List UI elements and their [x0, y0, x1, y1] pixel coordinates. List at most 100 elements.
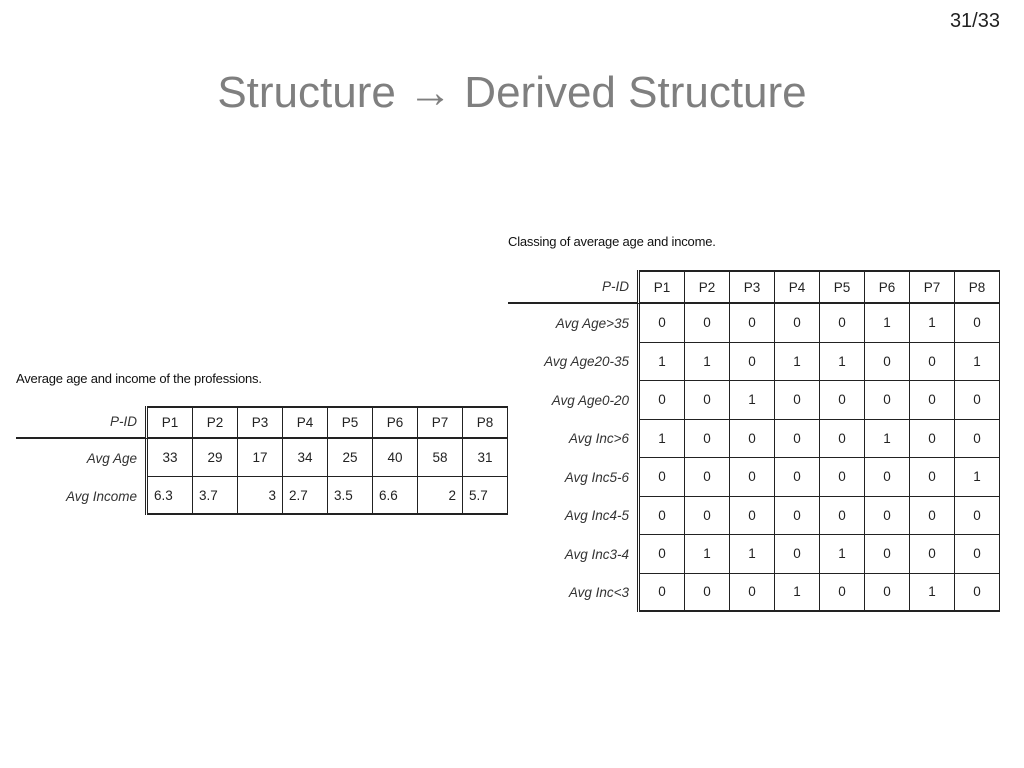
table-cell: 0: [685, 419, 730, 458]
table-cell: 0: [910, 458, 955, 497]
column-header: P3: [238, 406, 283, 439]
table-cell: 1: [820, 342, 865, 381]
table-cell: 40: [373, 439, 418, 477]
table-cell: 0: [910, 535, 955, 574]
table-cell: 0: [730, 573, 775, 612]
table-cell: 3.5: [328, 477, 373, 515]
table-cell: 31: [463, 439, 508, 477]
column-header: P1: [640, 270, 685, 304]
column-header: P2: [685, 270, 730, 304]
table-cell: 0: [775, 381, 820, 420]
table-cell: 0: [730, 419, 775, 458]
column-header: P6: [373, 406, 418, 439]
table-cell: 2: [418, 477, 463, 515]
table-cell: 0: [910, 342, 955, 381]
table-cell: 0: [820, 381, 865, 420]
table-cell: 0: [730, 304, 775, 343]
table-cell: 0: [730, 458, 775, 497]
table-cell: 0: [820, 458, 865, 497]
column-header: P1: [148, 406, 193, 439]
table-cell: 0: [955, 535, 1000, 574]
column-header: P6: [865, 270, 910, 304]
table-cell: 0: [640, 535, 685, 574]
table-cell: 0: [955, 496, 1000, 535]
table-cell: 17: [238, 439, 283, 477]
row-label: Avg Age: [16, 439, 148, 477]
table-cell: 0: [865, 458, 910, 497]
table-cell: 0: [955, 573, 1000, 612]
table-cell: 0: [640, 304, 685, 343]
column-header: P3: [730, 270, 775, 304]
row-label: Avg Age0-20: [508, 381, 640, 420]
row-label: Avg Income: [16, 477, 148, 515]
table-cell: 0: [955, 304, 1000, 343]
column-header: P4: [775, 270, 820, 304]
table-cell: 1: [730, 535, 775, 574]
table-cell: 0: [640, 573, 685, 612]
row-label: Avg Inc5-6: [508, 458, 640, 497]
table-cell: 6.3: [148, 477, 193, 515]
table-cell: 0: [820, 419, 865, 458]
table-cell: 2.7: [283, 477, 328, 515]
table-cell: 0: [865, 381, 910, 420]
table-cell: 1: [910, 573, 955, 612]
table-cell: 0: [685, 381, 730, 420]
column-header: P7: [910, 270, 955, 304]
table-cell: 1: [865, 419, 910, 458]
left-table-caption: Average age and income of the profession…: [16, 371, 262, 386]
table-cell: 1: [775, 573, 820, 612]
table-cell: 0: [730, 342, 775, 381]
row-label: Avg Inc3-4: [508, 535, 640, 574]
column-header: P8: [955, 270, 1000, 304]
table-cell: 0: [640, 458, 685, 497]
table-cell: 0: [865, 573, 910, 612]
table-cell: 1: [865, 304, 910, 343]
table-cell: 0: [865, 496, 910, 535]
table-cell: 5.7: [463, 477, 508, 515]
table-cell: 1: [685, 535, 730, 574]
row-label: Avg Inc>6: [508, 419, 640, 458]
table-cell: 0: [730, 496, 775, 535]
table-cell: 0: [820, 304, 865, 343]
column-header: P2: [193, 406, 238, 439]
table-cell: 0: [775, 458, 820, 497]
row-label: Avg Inc<3: [508, 573, 640, 612]
table-cell: 0: [685, 458, 730, 497]
table-cell: 0: [775, 496, 820, 535]
table-cell: 1: [910, 304, 955, 343]
column-header: P5: [820, 270, 865, 304]
table-cell: 0: [910, 419, 955, 458]
table-cell: 0: [910, 496, 955, 535]
table-cell: 0: [955, 381, 1000, 420]
slide-title: Structure → Derived Structure: [217, 68, 807, 117]
table-cell: 33: [148, 439, 193, 477]
table-cell: 3: [238, 477, 283, 515]
table-cell: 1: [775, 342, 820, 381]
header-label: P-ID: [16, 406, 148, 439]
row-label: Avg Age20-35: [508, 342, 640, 381]
table-cell: 0: [910, 381, 955, 420]
table-cell: 1: [685, 342, 730, 381]
row-label: Avg Inc4-5: [508, 496, 640, 535]
table-cell: 0: [865, 342, 910, 381]
table-cell: 0: [685, 573, 730, 612]
header-label: P-ID: [508, 270, 640, 304]
table-cell: 1: [730, 381, 775, 420]
row-label: Avg Age>35: [508, 304, 640, 343]
table-cell: 25: [328, 439, 373, 477]
table-cell: 34: [283, 439, 328, 477]
page-number: 31/33: [949, 10, 1000, 32]
table-cell: 0: [820, 496, 865, 535]
table-cell: 0: [775, 304, 820, 343]
table-cell: 0: [775, 535, 820, 574]
table-cell: 0: [640, 381, 685, 420]
column-header: P8: [463, 406, 508, 439]
table-cell: 0: [865, 535, 910, 574]
table-cell: 3.7: [193, 477, 238, 515]
table-cell: 0: [640, 496, 685, 535]
table-cell: 0: [775, 419, 820, 458]
table-cell: 6.6: [373, 477, 418, 515]
table-cell: 0: [820, 573, 865, 612]
